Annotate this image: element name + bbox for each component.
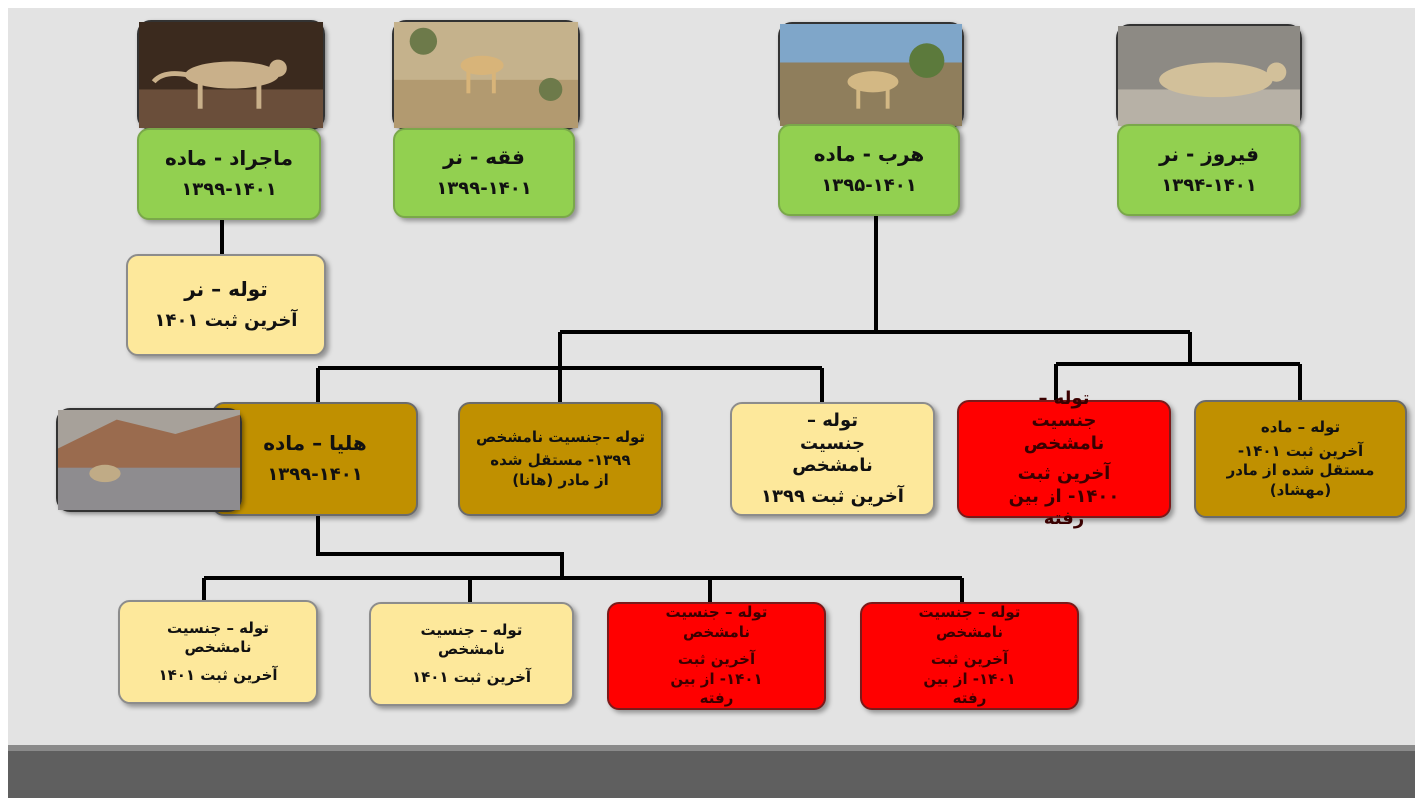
parent-years: ۱۳۹۹-۱۴۰۱ bbox=[436, 178, 532, 200]
cub-title: توله – جنسیت نامشخص bbox=[167, 618, 269, 657]
cub-record: آخرین ثبت ۱۴۰۱ bbox=[158, 665, 278, 684]
footer-strip bbox=[8, 745, 1415, 751]
cub-box-unk1399: توله – جنسیت نامشخص آخرین ثبت ۱۳۹۹ bbox=[730, 402, 935, 516]
cub-box-helia-3: توله – جنسیت نامشخص آخرین ثبت ۱۴۰۱- از ب… bbox=[607, 602, 826, 710]
cub-title: توله – ماده bbox=[1260, 418, 1341, 436]
cub-box-helia-1: توله – جنسیت نامشخص آخرین ثبت ۱۴۰۱ bbox=[118, 600, 318, 704]
cub-box-majrad: توله – نر آخرین ثبت ۱۴۰۱ bbox=[126, 254, 326, 356]
cub-box-mahshad: توله – ماده آخرین ثبت ۱۴۰۱- مستقل شده از… bbox=[1194, 400, 1407, 518]
cub-title: توله – جنسیت نامشخص bbox=[918, 603, 1021, 641]
cub-title: توله –جنسیت نامشخص bbox=[476, 427, 645, 446]
cub-box-dead1400: توله – جنسیت نامشخص آخرین ثبت ۱۴۰۰- از ب… bbox=[957, 388, 1171, 529]
cub-box-hana: توله –جنسیت نامشخص ۱۳۹۹- مستقل شده از ما… bbox=[458, 402, 663, 516]
cub-record: آخرین ثبت ۱۴۰۱- از بین رفته bbox=[670, 650, 763, 708]
parent-name: ماجراد - ماده bbox=[164, 146, 294, 171]
cub-box-helia: هلیا – ماده ۱۳۹۹-۱۴۰۱ bbox=[212, 402, 418, 516]
parent-years: ۱۳۹۴-۱۴۰۱ bbox=[1161, 175, 1257, 197]
parent-box-majrad: ماجراد - ماده ۱۳۹۹-۱۴۰۱ bbox=[137, 128, 321, 220]
parent-name: هرب - ماده bbox=[813, 142, 925, 167]
cub-record: آخرین ثبت ۱۴۰۱ bbox=[154, 310, 298, 332]
parent-box-firouz: فیروز - نر ۱۳۹۴-۱۴۰۱ bbox=[1117, 124, 1301, 216]
cub-title: هلیا – ماده bbox=[263, 431, 367, 456]
cub-record: آخرین ثبت ۱۳۹۹ bbox=[761, 485, 904, 507]
cub-box-helia-2: توله – جنسیت نامشخص آخرین ثبت ۱۴۰۱ bbox=[369, 602, 574, 706]
cub-box-helia-4: توله – جنسیت نامشخص آخرین ثبت ۱۴۰۱- از ب… bbox=[860, 602, 1079, 710]
cub-record: ۱۳۹۹- مستقل شده از مادر (هانا) bbox=[490, 451, 631, 489]
parent-years: ۱۳۹۹-۱۴۰۱ bbox=[181, 179, 277, 201]
cub-record: آخرین ثبت ۱۴۰۱- مستقل شده از مادر (مهشاد… bbox=[1226, 441, 1375, 499]
cub-record: آخرین ثبت ۱۴۰۱- از بین رفته bbox=[923, 650, 1016, 708]
cheetah-photo-icon bbox=[778, 22, 964, 128]
cub-years: ۱۳۹۹-۱۴۰۱ bbox=[267, 464, 363, 486]
cub-title: توله – جنسیت نامشخص bbox=[665, 603, 768, 641]
parent-box-harb: هرب - ماده ۱۳۹۵-۱۴۰۱ bbox=[778, 124, 960, 216]
parent-name: فیروز - نر bbox=[1159, 142, 1259, 167]
cub-record: آخرین ثبت ۱۴۰۱ bbox=[411, 667, 532, 686]
parent-name: فقه - نر bbox=[443, 145, 525, 170]
parent-years: ۱۳۹۵-۱۴۰۱ bbox=[821, 175, 917, 197]
cheetah-photo-icon bbox=[56, 408, 242, 512]
parent-box-feghe: فقه - نر ۱۳۹۹-۱۴۰۱ bbox=[393, 128, 575, 218]
cheetah-photo-icon bbox=[392, 20, 580, 130]
cub-title: توله – جنسیت نامشخص bbox=[1023, 387, 1105, 454]
cub-title: توله – نر bbox=[184, 277, 268, 302]
cheetah-photo-icon bbox=[137, 20, 325, 130]
cub-title: توله – جنسیت نامشخص bbox=[420, 620, 523, 659]
cub-record: آخرین ثبت ۱۴۰۰- از بین رفته bbox=[1008, 463, 1120, 529]
footer-band bbox=[8, 745, 1415, 798]
cub-title: توله – جنسیت نامشخص bbox=[792, 410, 873, 476]
cheetah-photo-icon bbox=[1116, 24, 1302, 128]
